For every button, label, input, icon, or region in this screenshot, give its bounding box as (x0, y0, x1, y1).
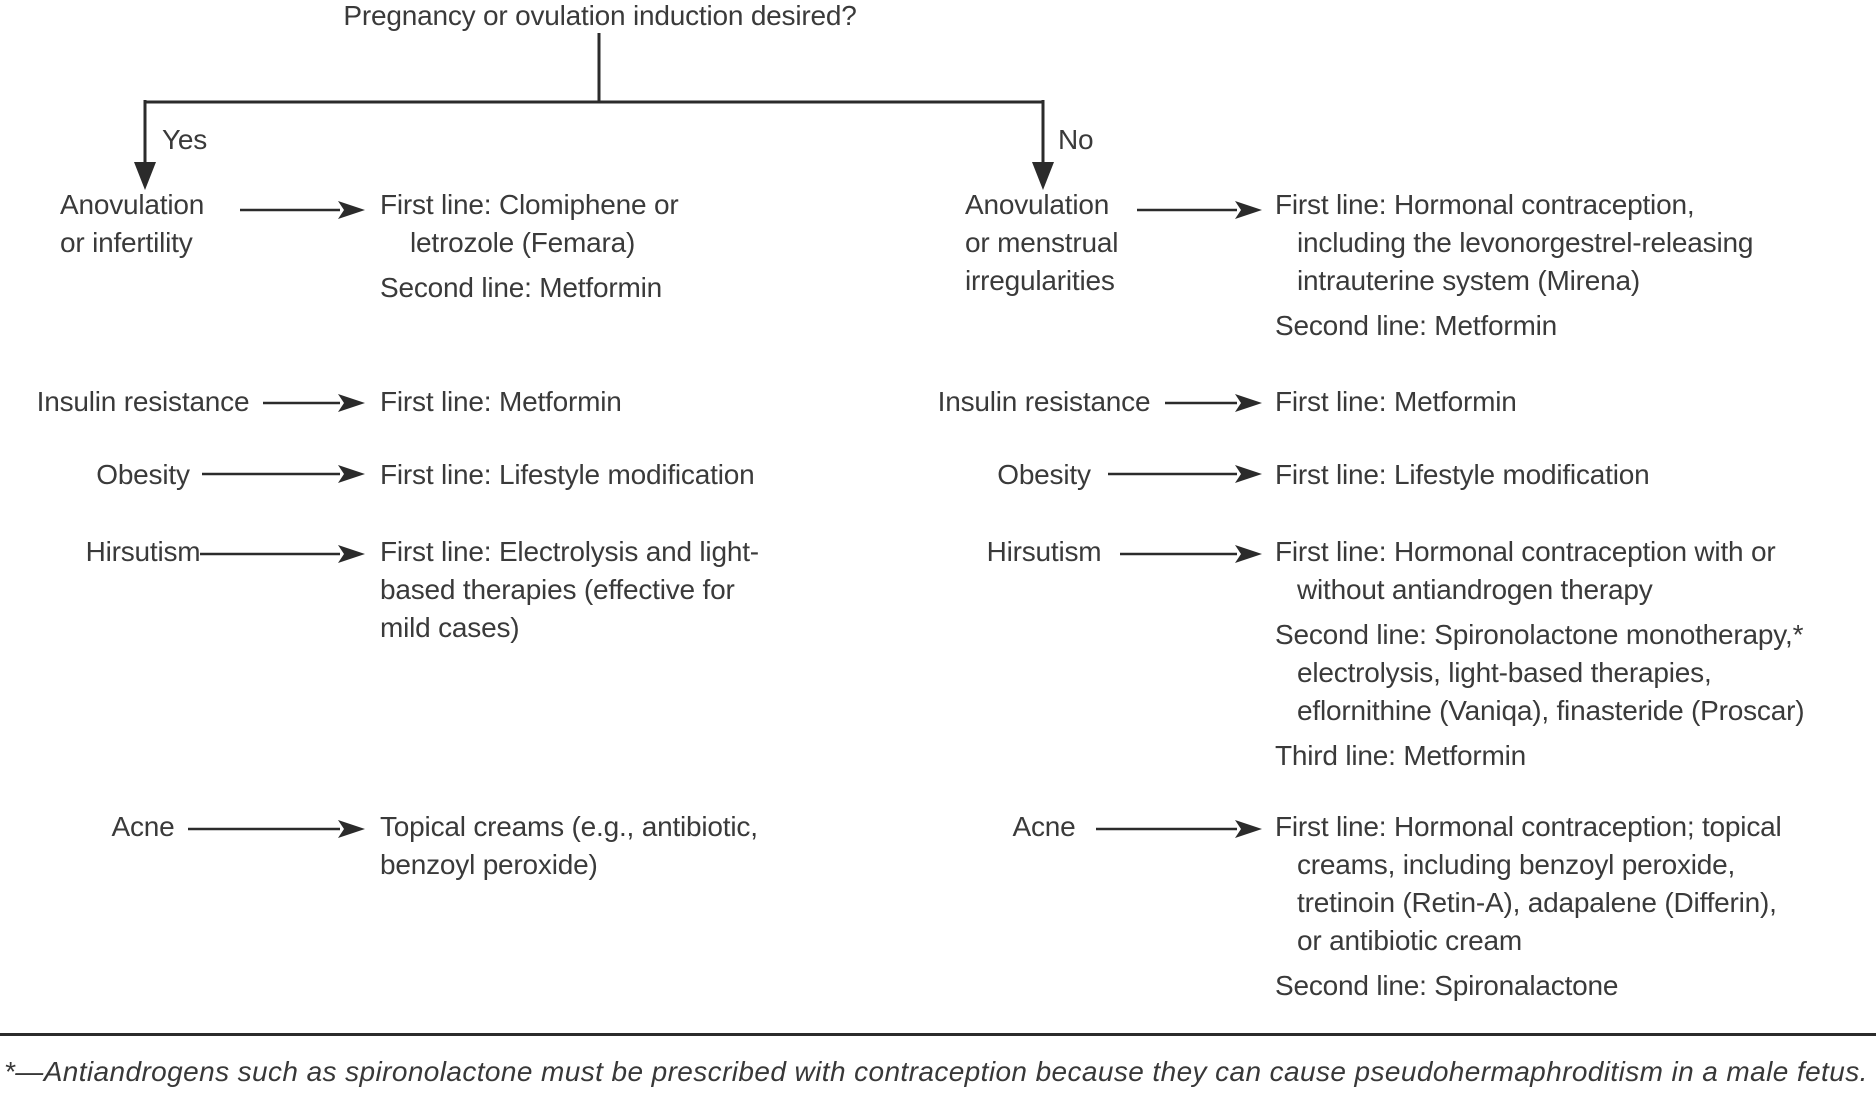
condition-label-obesity: Obesity (934, 456, 1154, 494)
treatment-line: Second line: Metformin (380, 272, 662, 303)
footnote-divider (0, 1033, 1876, 1036)
treatment-line: First line: Hormonal contraception, (1275, 189, 1695, 220)
condition-label-hirsutism: Hirsutism (33, 533, 253, 571)
page-title: Pregnancy or ovulation induction desired… (250, 0, 950, 35)
treatment-paragraph: Third line: Metformin (1275, 737, 1804, 775)
treatment-paragraph: Topical creams (e.g., antibiotic, benzoy… (380, 808, 758, 884)
treatment-block: First line: Hormonal contraception; topi… (1275, 808, 1782, 1005)
treatment-block: First line: Electrolysis and light- base… (380, 533, 759, 647)
branch-label-yes: Yes (162, 124, 208, 155)
treatment-line: First line: Lifestyle modification (380, 459, 755, 490)
treatment-line: First line: Metformin (1275, 386, 1517, 417)
condition-label-anovulation-menstrual: Anovulation or menstrual irregularities (965, 186, 1118, 300)
treatment-paragraph: Second line: Metformin (1275, 307, 1753, 345)
down-arrow-heads (134, 162, 1054, 190)
condition-label-acne: Acne (33, 808, 253, 846)
arrow-head-icon (338, 545, 365, 563)
decision-question-text: Pregnancy or ovulation induction desired… (343, 0, 857, 31)
treatment-block: First line: Lifestyle modification (1275, 456, 1650, 494)
treatment-line: letrozole (Femara) (410, 227, 636, 258)
treatment-line: Second line: Spironalactone (1275, 970, 1619, 1001)
arrow-head-icon (1235, 394, 1262, 412)
condition-label-insulin-resistance: Insulin resistance (934, 383, 1154, 421)
branch-label-no: No (1058, 124, 1094, 155)
condition-label-line: Obesity (96, 459, 190, 490)
treatment-line: benzoyl peroxide) (380, 849, 598, 880)
condition-label-line: Insulin resistance (937, 386, 1151, 417)
condition-label-line: or infertility (60, 227, 193, 258)
condition-label-anovulation-infertility: Anovulation or infertility (60, 186, 204, 262)
row-arrow-lines (188, 208, 1237, 831)
treatment-paragraph: First line: Clomiphene or letrozole (Fem… (380, 186, 679, 262)
yes-arrow-head-icon (134, 162, 156, 190)
treatment-paragraph: First line: Electrolysis and light- base… (380, 533, 759, 647)
arrow-head-icon (1235, 201, 1262, 219)
condition-label-line: irregularities (965, 265, 1115, 296)
treatment-line: creams, including benzoyl peroxide, (1297, 849, 1736, 880)
arrow-head-icon (338, 465, 365, 483)
treatment-paragraph: First line: Hormonal contraception; topi… (1275, 808, 1782, 960)
treatment-paragraph: Second line: Metformin (380, 269, 678, 307)
treatment-line: Second line: Metformin (1275, 310, 1557, 341)
treatment-line: including the levonorgestrel-releasing (1297, 227, 1754, 258)
treatment-paragraph: First line: Lifestyle modification (380, 456, 755, 494)
condition-label-line: or menstrual (965, 227, 1119, 258)
treatment-line: Topical creams (e.g., antibiotic, (380, 811, 758, 842)
treatment-line: First line: Electrolysis and light- (380, 536, 759, 567)
treatment-line: or antibiotic cream (1297, 925, 1522, 956)
treatment-block: Topical creams (e.g., antibiotic, benzoy… (380, 808, 758, 884)
condition-label-acne: Acne (934, 808, 1154, 846)
treatment-line: First line: Clomiphene or (380, 189, 679, 220)
treatment-paragraph: First line: Lifestyle modification (1275, 456, 1650, 494)
treatment-paragraph: First line: Metformin (1275, 383, 1517, 421)
condition-label-line: Hirsutism (986, 536, 1102, 567)
condition-label-insulin-resistance: Insulin resistance (33, 383, 253, 421)
treatment-line: Second line: Spironolactone monotherapy,… (1275, 619, 1804, 650)
arrow-head-icon (1235, 820, 1262, 838)
treatment-block: First line: Clomiphene or letrozole (Fem… (380, 186, 679, 307)
treatment-line: eflornithine (Vaniqa), finasteride (Pros… (1297, 695, 1805, 726)
treatment-line: based therapies (effective for (380, 574, 735, 605)
condition-label-line: Acne (111, 811, 175, 842)
footnote-text: *—Antiandrogens such as spironolactone m… (4, 1056, 1868, 1087)
condition-label-line: Obesity (997, 459, 1091, 490)
treatment-line: electrolysis, light-based therapies, (1297, 657, 1712, 688)
treatment-line: First line: Hormonal contraception; topi… (1275, 811, 1782, 842)
treatment-paragraph: First line: Hormonal contraception with … (1275, 533, 1804, 609)
arrow-head-icon (1235, 465, 1262, 483)
condition-label-line: Anovulation (965, 189, 1110, 220)
treatment-line: without antiandrogen therapy (1297, 574, 1653, 605)
treatment-block: First line: Hormonal contraception, incl… (1275, 186, 1753, 345)
condition-label-line: Anovulation (60, 189, 205, 220)
treatment-block: First line: Metformin (1275, 383, 1517, 421)
treatment-paragraph: Second line: Spironolactone monotherapy,… (1275, 616, 1805, 730)
treatment-line: First line: Metformin (380, 386, 622, 417)
arrow-head-icon (1235, 545, 1262, 563)
treatment-paragraph: Second line: Spironalactone (1275, 967, 1782, 1005)
treatment-block: First line: Metformin (380, 383, 622, 421)
condition-label-obesity: Obesity (33, 456, 253, 494)
treatment-block: First line: Lifestyle modification (380, 456, 755, 494)
condition-label-line: Acne (1012, 811, 1076, 842)
arrow-head-icon (338, 394, 365, 412)
treatment-block: First line: Hormonal contraception with … (1275, 533, 1805, 775)
treatment-line: mild cases) (380, 612, 520, 643)
treatment-line: First line: Lifestyle modification (1275, 459, 1650, 490)
condition-label-line: Hirsutism (85, 536, 201, 567)
arrow-head-icon (338, 820, 365, 838)
tree-branch-lines (143, 33, 1045, 166)
treatment-line: First line: Hormonal contraception with … (1275, 536, 1776, 567)
condition-label-hirsutism: Hirsutism (934, 533, 1154, 571)
no-arrow-head-icon (1032, 162, 1054, 190)
arrow-head-icon (338, 201, 365, 219)
treatment-line: tretinoin (Retin-A), adapalene (Differin… (1297, 887, 1777, 918)
treatment-line: intrauterine system (Mirena) (1297, 265, 1640, 296)
row-arrow-heads (338, 201, 1262, 838)
treatment-paragraph: First line: Hormonal contraception, incl… (1275, 186, 1753, 300)
condition-label-line: Insulin resistance (36, 386, 250, 417)
treatment-paragraph: First line: Metformin (380, 383, 622, 421)
treatment-line: Third line: Metformin (1275, 740, 1526, 771)
